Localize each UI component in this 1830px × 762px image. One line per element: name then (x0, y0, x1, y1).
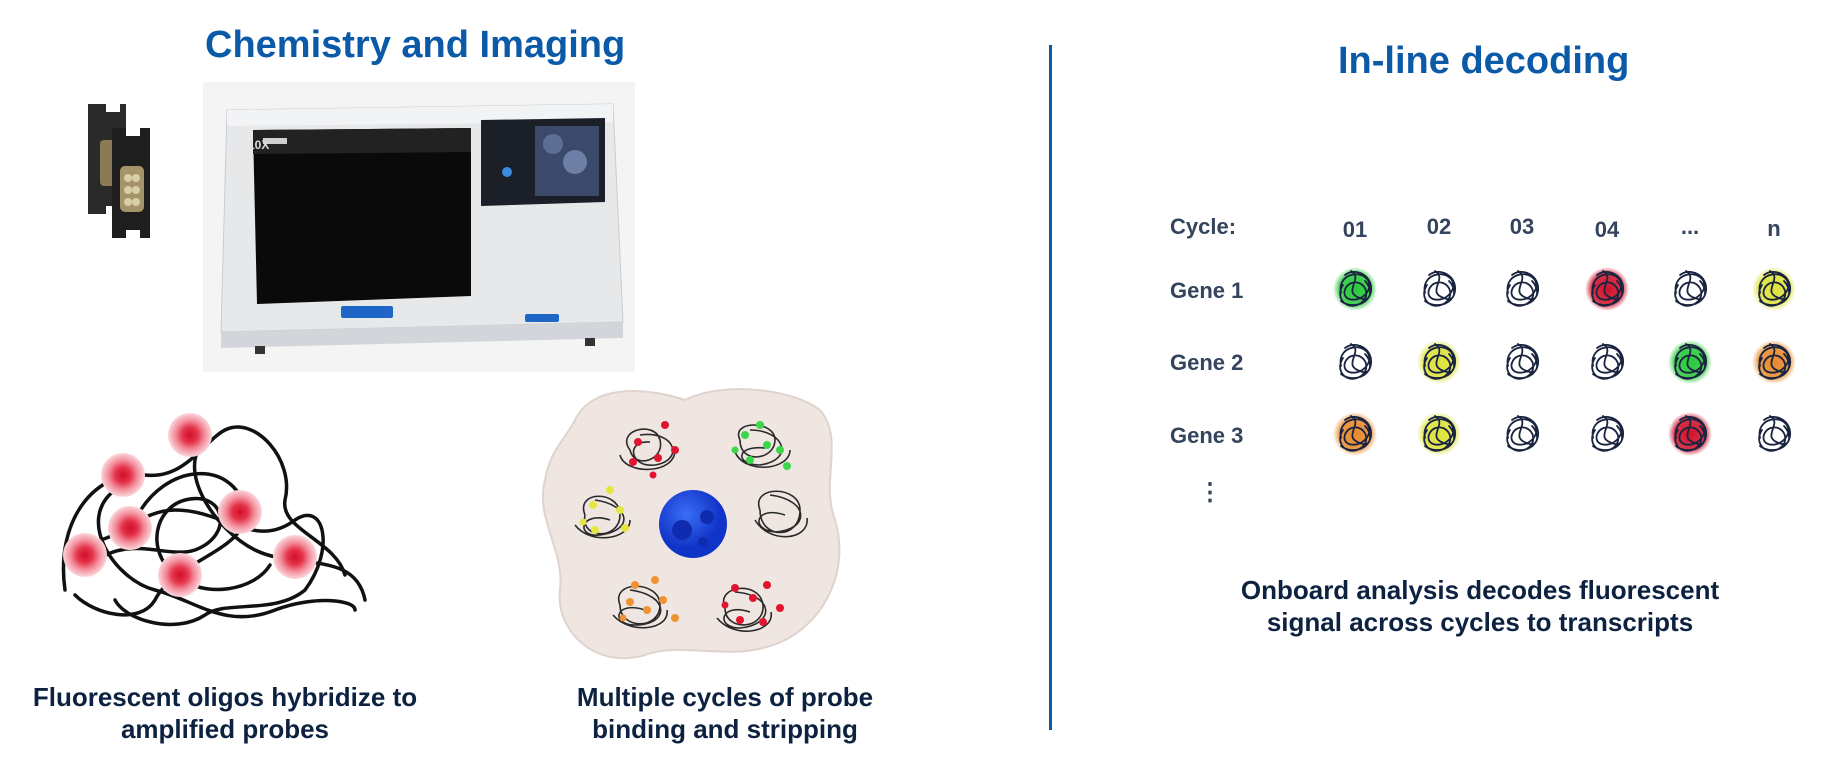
instrument-image (203, 82, 635, 372)
amplicon-red (1668, 412, 1712, 456)
inline-decoding-title: In-line decoding (1338, 40, 1630, 82)
amplicon-dark (1423, 270, 1456, 307)
amplicon-yellow (1752, 267, 1796, 311)
gene-row-label: Gene 1 (1170, 278, 1244, 303)
fluorophore-dot (168, 413, 212, 457)
fluorophore-dot (273, 535, 317, 579)
amplicon-orange (1752, 340, 1796, 384)
fluorophore-dot (158, 553, 202, 597)
instrument-brand-label: 10X (248, 138, 270, 152)
amplicon-dark (1506, 270, 1539, 307)
fluorophore-dot (108, 506, 152, 550)
more-rows-ellipsis: ⋮ (1198, 479, 1222, 506)
amplicon-red (1585, 267, 1629, 311)
cycle-column-label: n (1767, 216, 1781, 241)
cycle-column-label: 02 (1426, 214, 1452, 239)
amplicon-dark (1591, 415, 1624, 452)
fluorophore-dot (101, 453, 145, 497)
amplicon-green (1668, 340, 1712, 384)
cycle-column-label: 03 (1509, 214, 1535, 239)
amplicon-dark (1339, 343, 1372, 380)
nucleus (659, 490, 727, 558)
gene-row-label: Gene 2 (1170, 350, 1244, 375)
cycle-column-label: 01 (1342, 217, 1368, 242)
panel-divider (1049, 45, 1052, 730)
amplicon-dark (1758, 415, 1791, 452)
chemistry-imaging-title: Chemistry and Imaging (205, 24, 626, 66)
amplicon-yellow (1417, 412, 1461, 456)
amplicon-dark (1591, 343, 1624, 380)
fluorophore-dot (63, 533, 107, 577)
oligos-caption: Fluorescent oligos hybridize to amplifie… (32, 682, 418, 744)
amplicon-dark (1506, 415, 1539, 452)
cycle-label: Cycle: (1170, 214, 1237, 239)
amplicon-dark (1674, 270, 1707, 307)
amplicon-green (1333, 267, 1377, 311)
amplified-probe-diagram (61, 413, 367, 627)
fluorophore-dot (218, 490, 262, 534)
cycle-column-label: 04 (1594, 217, 1620, 242)
amplicon-yellow (1417, 340, 1461, 384)
slide-cartridge-icon (88, 104, 150, 238)
decoding-caption: Onboard analysis decodes fluorescent sig… (1240, 575, 1720, 637)
cell-cycles-diagram (541, 388, 841, 660)
cycles-caption: Multiple cycles of probe binding and str… (576, 682, 874, 744)
amplicon-dark (1506, 343, 1539, 380)
cycle-column-label: ... (1680, 214, 1700, 239)
amplicon-orange (1333, 412, 1377, 456)
gene-row-label: Gene 3 (1170, 423, 1244, 448)
